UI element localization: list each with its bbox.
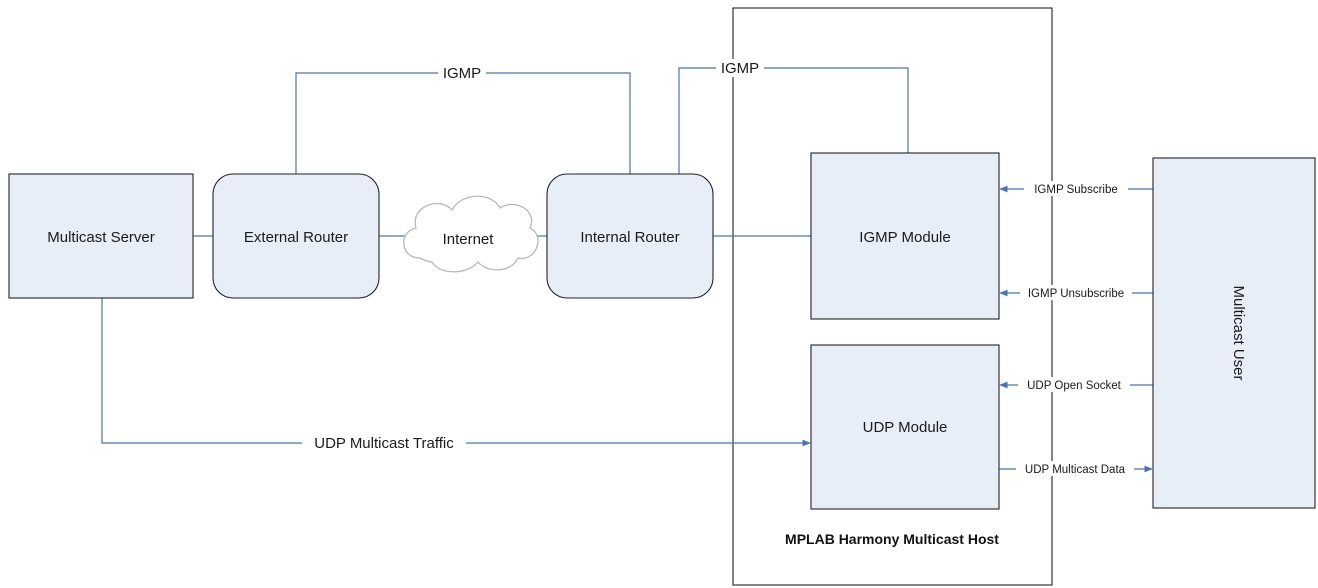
udp-multicast-data-label: UDP Multicast Data: [1025, 464, 1126, 476]
internet-label: Internet: [443, 231, 495, 248]
igmp-internal-path: [678, 67, 909, 174]
multicast-user-label: Multicast User: [1230, 285, 1247, 380]
udp-module-node: [810, 344, 1000, 510]
udp-multicast-traffic-label: UDP Multicast Traffic: [314, 435, 454, 452]
igmp-module-node: [810, 152, 1000, 320]
multicast-user-node: [1152, 157, 1316, 509]
external-router-label: External Router: [244, 229, 348, 246]
igmp-external-path: [295, 72, 631, 174]
igmp-module-label: IGMP Module: [859, 229, 950, 246]
igmp-unsubscribe-label: IGMP Unsubscribe: [1028, 288, 1124, 300]
udp-traffic-path: [101, 298, 811, 447]
multicast-server-label: Multicast Server: [47, 229, 155, 246]
internal-router-label: Internal Router: [580, 229, 679, 246]
multicast-host-label: MPLAB Harmony Multicast Host: [785, 531, 999, 547]
igmp-internal-label: IGMP: [721, 60, 759, 77]
internal-router-node: [546, 173, 714, 299]
udp-module-label: UDP Module: [863, 419, 948, 436]
internet-cloud-icon: [403, 195, 539, 273]
igmp-subscribe-label: IGMP Subscribe: [1034, 184, 1118, 196]
igmp-external-label: IGMP: [443, 65, 481, 82]
external-router-node: [212, 173, 380, 299]
udp-open-socket-label: UDP Open Socket: [1027, 380, 1122, 392]
multicast-server-node: [8, 173, 194, 299]
